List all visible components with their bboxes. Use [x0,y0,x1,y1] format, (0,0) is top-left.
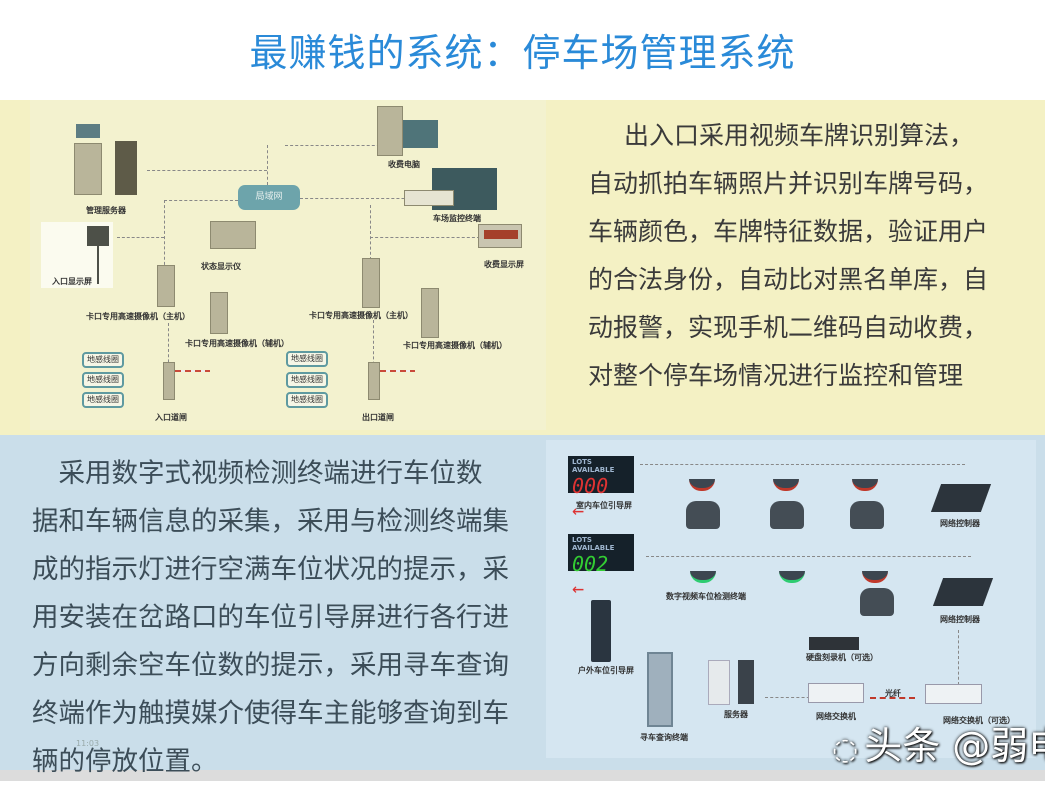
label-outdoor-sign: 户外车位引导屏 [578,666,634,675]
exit-gate-icon [368,362,380,400]
loop-sensor: 地感线圈 [286,351,328,367]
loop-sensor: 地感线圈 [286,372,328,388]
label-fiber: 光纤 [885,689,901,698]
label-server: 服务器 [724,710,748,719]
car-icon [770,501,804,529]
label-camera-aux-entry: 卡口专用高速摄像机（辅机） [185,339,289,348]
text-line: 用安装在岔路口的车位引导屏进行各行进 [32,602,509,633]
arrow-left-icon: ← [572,498,585,522]
monitor-icon [76,124,100,138]
network-controller-icon [930,484,992,512]
lots-sign-2: LOTS AVAILABLE 002 ← [568,534,634,600]
label-camera-main-exit: 卡口专用高速摄像机（主机） [309,311,413,320]
text-line: 成的指示灯进行空满车位状况的提示，采 [32,554,509,585]
kiosk-icon [647,652,673,727]
server-icon [74,143,102,195]
detector-occupied [862,571,888,583]
text-line: 方向剩余空车位数的提示，采用寻车查询 [32,650,509,681]
text-line: 出入口采用视频车牌识别算法， [624,121,975,150]
detector-occupied [773,479,799,491]
detector-free [690,571,716,583]
indoor-lots-sign: LOTS AVAILABLE 000 ← [568,456,634,522]
label-entry-gate: 入口道闸 [155,413,187,422]
server-tower-icon [738,660,754,704]
timestamp: 11:03 [76,739,100,748]
label-toll-pc: 收费电脑 [388,160,420,169]
status-display-icon [210,221,256,249]
label-server: 管理服务器 [86,206,126,215]
label-monitor-terminal: 车场监控终端 [433,214,481,223]
lan-node: 局域网 [238,185,300,210]
network-switch-optional-icon [925,684,982,704]
car-icon [850,501,884,529]
lots-count: 002 [572,552,609,576]
entry-display-icon [87,226,109,246]
server-tower-icon [115,141,137,195]
fiber-link [870,697,915,699]
label-status-display: 状态显示仪 [201,262,241,271]
barrier-arm [380,370,415,372]
text-line: 据和车辆信息的采集，采用与检测终端集 [32,506,509,537]
wechat-icon: ◌ [832,732,859,767]
label-entry-display: 入口显示屏 [52,277,92,286]
label-kiosk: 寻车查询终端 [640,733,688,742]
entry-gate-icon [163,362,175,400]
text-line: 车辆颜色，车牌特征数据，验证用户 [588,217,989,246]
label-dvr: 硬盘刻录机（可选） [806,653,878,662]
toll-pc-monitor-icon [403,120,438,148]
label-controller: 网络控制器 [940,615,980,624]
detector-occupied [852,479,878,491]
watermark: ◌头条 @弱电 [832,724,1045,768]
label-exit-gate: 出口道闸 [362,413,394,422]
bottom-description: 采用数字式视频检测终端进行车位数 据和车辆信息的采集，采用与检测终端集 成的指示… [32,450,522,786]
server-icon [708,660,730,705]
label-controller: 网络控制器 [940,519,980,528]
detector-free [779,571,805,583]
label-switch: 网络交换机 [816,712,856,721]
text-line: 的合法身份，自动比对黑名单库，自 [588,265,989,294]
car-icon [860,588,894,616]
camera-aux-entry-icon [210,292,228,334]
label-toll-display: 收费显示屏 [484,260,524,269]
terminal-box-icon [404,190,454,206]
camera-main-entry-icon [157,265,175,307]
network-controller-icon [932,578,994,606]
toll-pc-icon [377,106,403,156]
outdoor-sign-icon [591,600,611,662]
loop-sensor: 地感线圈 [82,352,124,368]
car-icon [686,501,720,529]
loop-sensor: 地感线圈 [82,392,124,408]
lots-count: 000 [572,474,609,498]
detector-occupied [689,479,715,491]
label-indoor-sign: 室内车位引导屏 [576,501,632,510]
label-camera-aux-exit: 卡口专用高速摄像机（辅机） [403,341,507,350]
network-switch-icon [808,683,864,703]
slide-title: 最赚钱的系统：停车场管理系统 [249,31,796,75]
loop-sensor: 地感线圈 [82,372,124,388]
arrow-left-icon: ← [572,576,585,600]
dvr-icon [809,637,859,650]
text-line: 自动抓拍车辆照片并识别车牌号码， [588,169,989,198]
loop-sensor: 地感线圈 [286,392,328,408]
camera-main-exit-icon [362,258,380,308]
text-line: 动报警，实现手机二维码自动收费， [588,313,989,342]
camera-aux-exit-icon [421,288,439,338]
top-description: 出入口采用视频车牌识别算法， 自动抓拍车辆照片并识别车牌号码， 车辆颜色，车牌特… [588,112,1028,400]
bottom-strip [0,770,1045,781]
barrier-arm [175,370,210,372]
text-line: 采用数字式视频检测终端进行车位数 [32,458,483,489]
label-switch-optional: 网络交换机（可选） [943,716,1015,725]
text-line: 终端作为触摸媒介使得车主能够查询到车 [32,698,509,729]
text-line: 对整个停车场情况进行监控和管理 [588,361,964,390]
label-camera-main-entry: 卡口专用高速摄像机（主机） [86,312,190,321]
label-detector: 数字视频车位检测终端 [666,592,746,601]
text-line: 辆的停放位置。 [32,746,218,777]
